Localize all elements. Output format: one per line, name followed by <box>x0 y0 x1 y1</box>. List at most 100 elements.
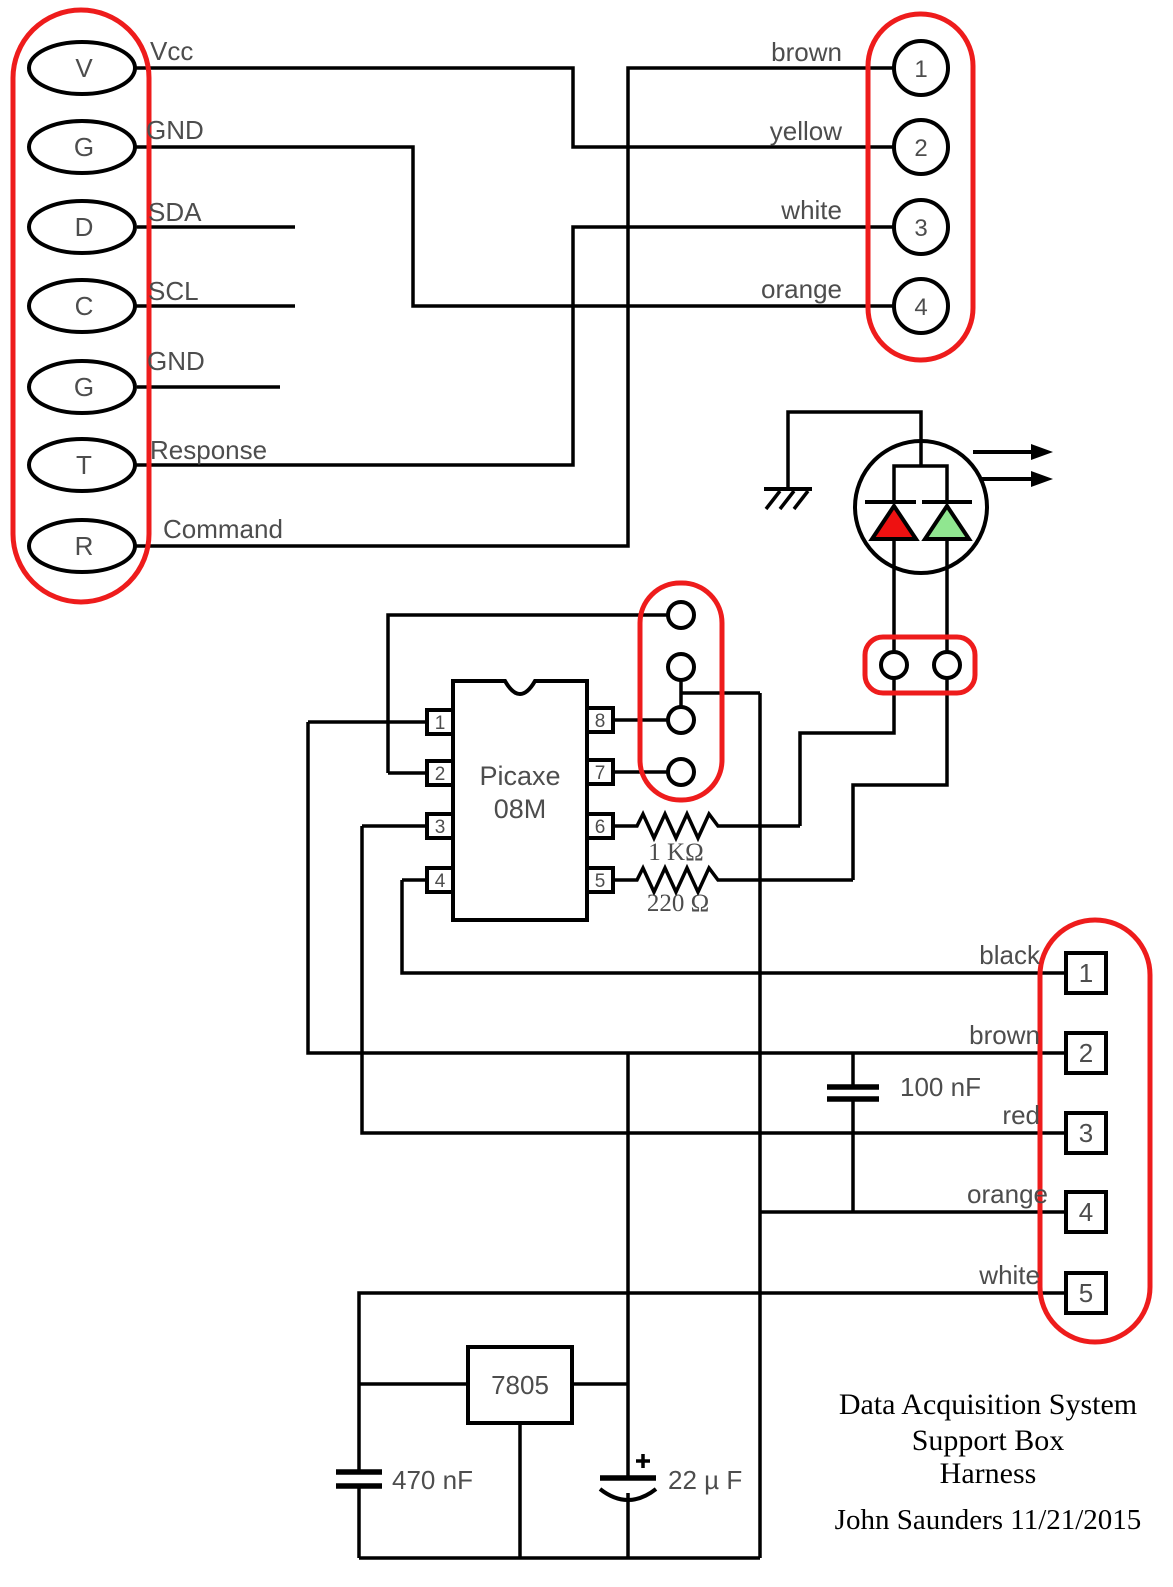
right-pin-number: 5 <box>1079 1278 1093 1308</box>
signal-label-gnd: GND <box>146 115 204 145</box>
left-pin-letter: G <box>74 132 94 162</box>
signal-label-command: Command <box>163 514 283 544</box>
ground-symbol <box>764 487 812 511</box>
header-circle-4 <box>666 757 696 787</box>
wire-pin4-to-black <box>400 880 1066 975</box>
voltage-regulator: 7805 <box>466 1345 574 1425</box>
wire-vcc-to-yellow <box>135 66 896 149</box>
cap-22uf-plus-sign <box>636 1454 650 1468</box>
top-pin-number: 2 <box>914 135 927 162</box>
led-red-triangle <box>868 502 920 541</box>
signal-label-scl: SCL <box>148 276 199 306</box>
signal-label-response: Response <box>150 435 267 465</box>
cap-22uf-plate-curved <box>598 1487 658 1502</box>
left-pin-letter: G <box>74 372 94 402</box>
right-pin-square-5 <box>1064 1271 1108 1315</box>
top-pin-circle-4 <box>892 277 950 335</box>
right-pin-number: 2 <box>1079 1038 1093 1068</box>
wire-color-label-white2: white <box>978 1260 1040 1290</box>
led-pad-outline <box>862 634 978 696</box>
title-line-2: Support Box <box>912 1424 1065 1457</box>
cap-22uf-label: 22 µ F <box>668 1465 742 1495</box>
regulator-box <box>466 1345 574 1425</box>
ground-slash-1 <box>764 489 782 511</box>
wire-color-label-brown2: brown <box>969 1020 1040 1050</box>
title-byline: John Saunders 11/21/2015 <box>835 1504 1142 1536</box>
left-connector: V G D C G T R Vcc GND SDA SCL GND Respon… <box>10 7 283 605</box>
ic-pinbox-2 <box>425 759 455 787</box>
programming-header <box>637 580 725 803</box>
wire-pin1-to-brown <box>306 722 1066 1055</box>
wire-gnd-to-orange <box>135 145 896 308</box>
right-connector-outline <box>1037 917 1153 1345</box>
signal-label-vcc: Vcc <box>150 36 193 66</box>
title-line-3: Harness <box>940 1457 1037 1490</box>
ic-pin-number: 7 <box>595 763 606 784</box>
top-pin-circle-3 <box>892 198 950 256</box>
bicolor-led <box>853 439 1053 575</box>
led-pad-circle-left <box>879 650 909 680</box>
signal-label-sda: SDA <box>148 197 202 227</box>
wire-command-to-brown <box>135 66 896 548</box>
ground-slash-3 <box>792 489 810 511</box>
wire-pad-left-to-1k <box>798 678 896 826</box>
right-pin-square-2 <box>1064 1031 1108 1075</box>
left-pin-letter: R <box>75 531 94 561</box>
top-pin-number: 3 <box>914 215 927 242</box>
wire-color-label-white: white <box>780 195 842 225</box>
ic-pinbox-8 <box>585 706 615 734</box>
led-cathode-bracket <box>892 464 949 502</box>
left-pin-ellipse-r <box>27 518 137 574</box>
cap-470nf-label: 470 nF <box>392 1465 473 1495</box>
ic-pinbox-3 <box>425 812 455 840</box>
title-line-1: Data Acquisition System <box>839 1388 1137 1421</box>
wire-pad-right-to-220 <box>851 678 949 880</box>
top-connector-outline <box>865 11 976 363</box>
header-circle-1 <box>666 600 696 630</box>
capacitor-470nf: 470 nF <box>336 1465 473 1495</box>
ic-pin-number: 8 <box>595 711 606 732</box>
picaxe-ic: 1 2 3 4 8 7 6 5 Picaxe 08M <box>425 679 615 922</box>
title-block: Data Acquisition System Support Box Harn… <box>835 1388 1142 1536</box>
wire-led-common-to-ground <box>786 410 923 489</box>
ic-pinbox-1 <box>425 708 455 736</box>
header-circle-3 <box>666 705 696 735</box>
top-pin-circle-2 <box>892 118 950 176</box>
signal-label-gnd2: GND <box>147 346 205 376</box>
right-pin-number: 1 <box>1079 958 1093 988</box>
wire-response-to-white <box>135 225 896 467</box>
regulator-label: 7805 <box>491 1370 549 1400</box>
right-pin-square-1 <box>1064 951 1108 995</box>
left-pin-letter: V <box>75 53 93 83</box>
top-pin-circle-1 <box>892 39 950 97</box>
capacitor-22uf: 22 µ F <box>598 1454 742 1502</box>
wire-pin6-resistor-1k <box>613 809 800 843</box>
left-pin-letter: C <box>75 291 94 321</box>
wire-color-label-brown: brown <box>771 37 842 67</box>
top-pin-number: 1 <box>914 56 927 83</box>
left-pin-ellipse-v <box>27 40 137 96</box>
wire-pin5-resistor-220 <box>613 863 853 897</box>
right-pin-number: 3 <box>1079 1118 1093 1148</box>
ic-pin-number: 3 <box>435 817 446 838</box>
led-pad-circle-right <box>932 650 962 680</box>
ic-pin-number: 1 <box>435 713 446 734</box>
left-pin-ellipse-g1 <box>27 119 137 175</box>
wire-color-label-yellow: yellow <box>770 116 842 146</box>
ground-slash-2 <box>778 489 796 511</box>
ic-pinbox-6 <box>585 812 615 840</box>
left-pin-ellipse-t <box>27 437 137 493</box>
programming-header-outline <box>637 580 725 803</box>
led-pad-connector <box>862 634 978 696</box>
ic-pin-number: 5 <box>595 871 606 892</box>
light-arrow-1-head <box>1031 444 1053 460</box>
ic-name-line2: 08M <box>494 794 547 824</box>
left-pin-ellipse-c <box>27 278 137 334</box>
header-circle-2 <box>666 652 696 682</box>
ic-pinbox-7 <box>585 758 615 786</box>
wire-color-label-red: red <box>1002 1100 1040 1130</box>
right-pin-square-4 <box>1064 1190 1108 1234</box>
wire-color-label-orange2: orange <box>967 1179 1048 1209</box>
